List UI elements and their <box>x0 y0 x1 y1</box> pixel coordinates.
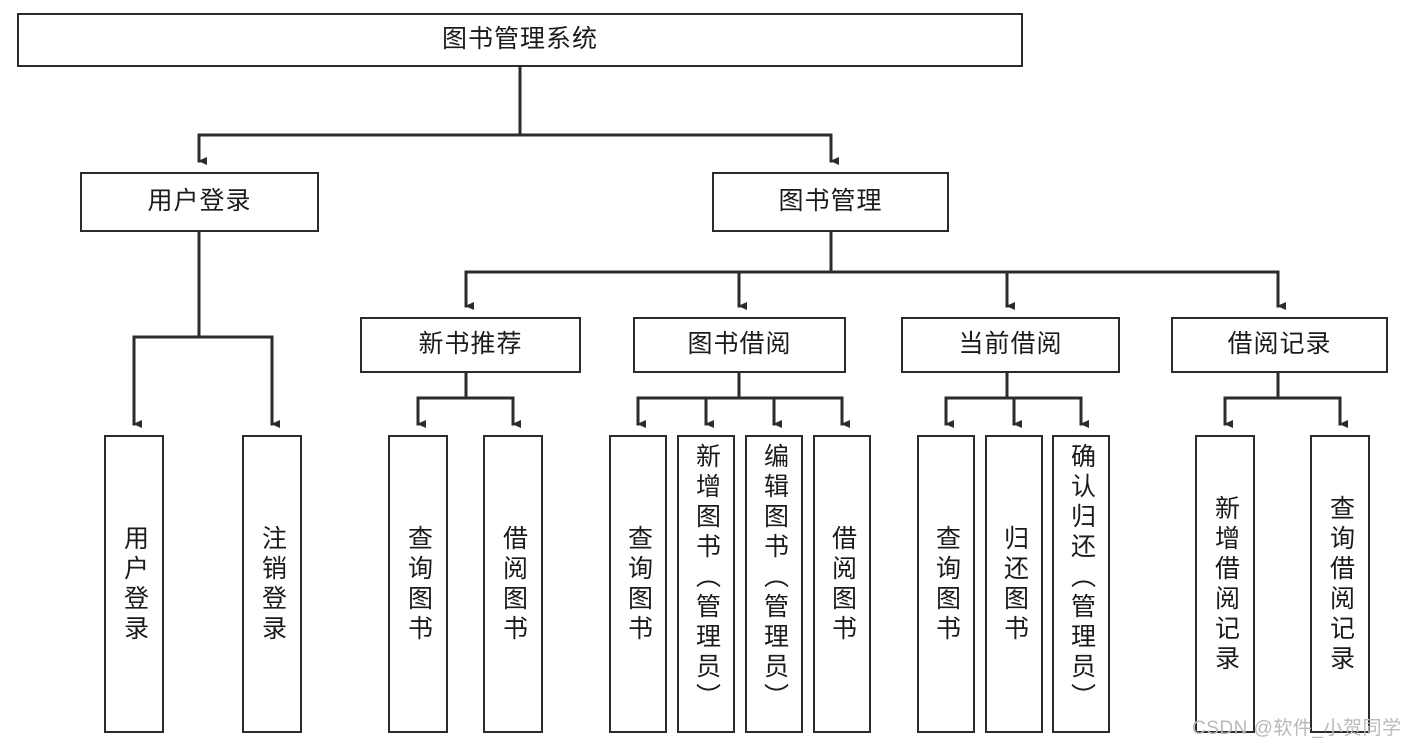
node-leaf-confirm-return-admin[interactable]: 确认归还（管理员） <box>1052 435 1110 733</box>
node-leaf-borrow-book-recommend[interactable]: 借阅图书 <box>483 435 543 733</box>
node-leaf-user-logout-label: 注销登录 <box>258 525 287 645</box>
node-user-login[interactable]: 用户登录 <box>80 172 319 232</box>
node-leaf-query-book-borrow-label: 查询图书 <box>624 525 653 645</box>
node-leaf-query-book-recommend[interactable]: 查询图书 <box>388 435 448 733</box>
node-borrow-record[interactable]: 借阅记录 <box>1171 317 1388 373</box>
node-borrow-record-label: 借阅记录 <box>1227 330 1332 359</box>
node-root-label: 图书管理系统 <box>441 25 598 54</box>
node-book-manage-label: 图书管理 <box>778 187 883 216</box>
node-leaf-add-borrow-record-label: 新增借阅记录 <box>1211 495 1240 675</box>
node-leaf-edit-book-admin-label: 编辑图书（管理员） <box>760 443 789 713</box>
node-leaf-user-login[interactable]: 用户登录 <box>104 435 164 733</box>
node-root[interactable]: 图书管理系统 <box>17 13 1023 67</box>
node-leaf-query-book-current-label: 查询图书 <box>932 525 961 645</box>
node-leaf-add-book-admin[interactable]: 新增图书（管理员） <box>677 435 735 733</box>
node-book-borrow[interactable]: 图书借阅 <box>633 317 846 373</box>
node-leaf-return-book-label: 归还图书 <box>1000 525 1029 645</box>
csdn-watermark: CSDN @软件_小贺同学 <box>1192 718 1402 739</box>
node-new-book-recommend[interactable]: 新书推荐 <box>360 317 581 373</box>
node-user-login-label: 用户登录 <box>147 187 252 216</box>
node-current-borrow-label: 当前借阅 <box>958 330 1063 359</box>
node-leaf-query-book-borrow[interactable]: 查询图书 <box>609 435 667 733</box>
node-leaf-edit-book-admin[interactable]: 编辑图书（管理员） <box>745 435 803 733</box>
node-leaf-return-book[interactable]: 归还图书 <box>985 435 1043 733</box>
node-book-borrow-label: 图书借阅 <box>687 330 792 359</box>
node-leaf-user-logout[interactable]: 注销登录 <box>242 435 302 733</box>
node-leaf-borrow-book-label: 借阅图书 <box>828 525 857 645</box>
node-new-book-recommend-label: 新书推荐 <box>418 330 523 359</box>
node-leaf-query-book-current[interactable]: 查询图书 <box>917 435 975 733</box>
node-leaf-confirm-return-admin-label: 确认归还（管理员） <box>1067 443 1096 713</box>
node-leaf-user-login-label: 用户登录 <box>120 525 149 645</box>
node-book-manage[interactable]: 图书管理 <box>712 172 949 232</box>
node-leaf-query-borrow-record-label: 查询借阅记录 <box>1326 495 1355 675</box>
node-leaf-query-book-recommend-label: 查询图书 <box>404 525 433 645</box>
node-leaf-borrow-book-recommend-label: 借阅图书 <box>499 525 528 645</box>
node-current-borrow[interactable]: 当前借阅 <box>901 317 1120 373</box>
node-leaf-add-book-admin-label: 新增图书（管理员） <box>692 443 721 713</box>
node-leaf-add-borrow-record[interactable]: 新增借阅记录 <box>1195 435 1255 733</box>
node-leaf-query-borrow-record[interactable]: 查询借阅记录 <box>1310 435 1370 733</box>
node-leaf-borrow-book[interactable]: 借阅图书 <box>813 435 871 733</box>
